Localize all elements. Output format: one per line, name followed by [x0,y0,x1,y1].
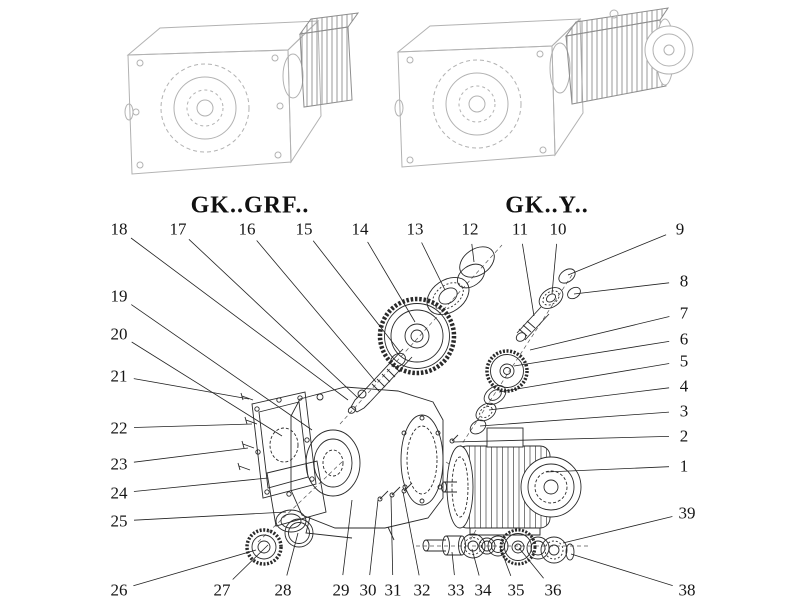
leader-line-4 [488,387,670,411]
leader-line-22 [133,423,253,428]
leader-line-34 [471,548,480,576]
cover-chain [237,391,327,566]
leader-lines [130,234,673,587]
model-label-y: GK..Y.. [505,192,589,219]
model-label-grf: GK..GRF.. [190,192,310,219]
gearbox-sketch-grf [124,12,360,175]
leader-line-30 [369,499,379,576]
leader-line-39 [562,516,673,544]
leader-line-25 [133,511,287,521]
leader-line-28 [286,532,299,576]
leader-line-14 [367,241,416,323]
leader-line-27 [232,544,269,580]
leader-line-3 [479,411,670,427]
leader-line-29 [342,499,353,576]
leader-line-1 [545,466,670,473]
cover-screws [237,392,258,471]
leader-line-21 [133,378,250,400]
leader-line-11 [522,243,535,317]
leader-line-16 [256,240,377,383]
leader-line-9 [567,234,667,276]
small-bearing-2 [475,402,497,422]
input-gear-chain [347,246,495,414]
leader-line-24 [133,477,269,492]
gearbox-sketch-y [394,7,694,168]
leader-line-10 [551,243,557,295]
leader-line-7 [529,316,670,351]
leader-line-12 [471,243,475,263]
leader-line-2 [452,436,670,443]
leader-line-26 [133,549,257,587]
vent-screw [449,434,459,444]
leader-line-23 [133,447,249,463]
leader-line-32 [402,491,420,576]
leader-line-20 [131,341,283,437]
flange-bolts-loose [377,482,413,502]
leader-line-13 [421,242,446,291]
leader-line-17 [188,239,359,399]
housing [290,386,459,541]
leader-line-36 [518,547,544,579]
ball-bearing [426,276,470,316]
leader-line-8 [573,282,670,295]
pinion-chain [469,268,581,435]
small-bearing [538,287,564,309]
leader-line-6 [513,341,670,367]
leader-line-5 [498,363,670,393]
leader-line-35 [499,546,512,577]
leader-line-18 [130,237,349,401]
leader-line-33 [451,551,455,576]
motor [441,427,582,536]
leader-line-31 [390,495,394,576]
leader-line-19 [131,304,313,431]
leader-line-15 [312,240,401,353]
leader-line-38 [570,553,673,586]
output-shaft-assembly [422,528,575,566]
